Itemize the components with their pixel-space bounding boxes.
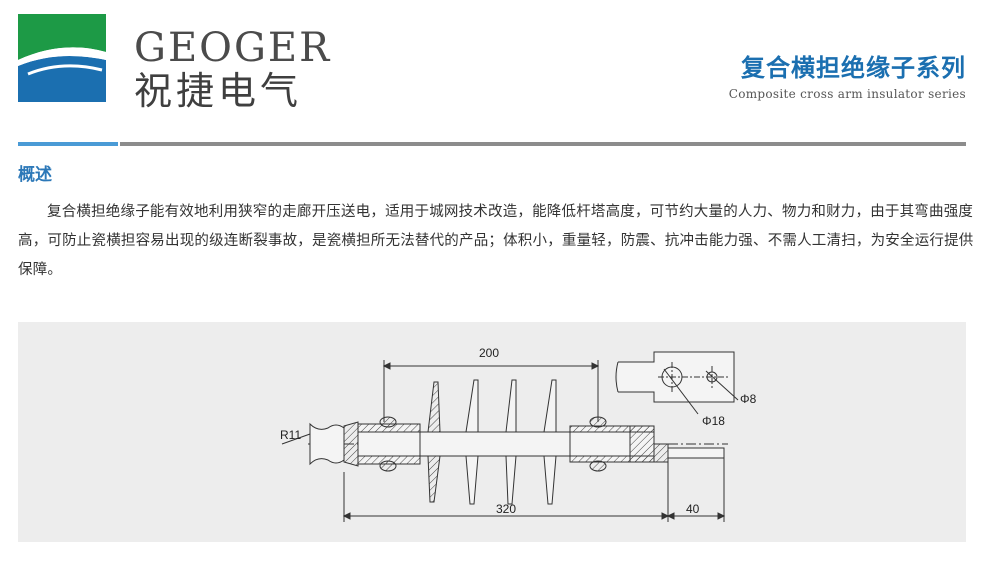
insulator-drawing-svg [281, 351, 739, 522]
section-title-overview: 概述 [18, 165, 52, 185]
header-divider-accent [18, 142, 118, 146]
insulator-drawing: 200 320 40 R11 Φ8 Φ18 [18, 322, 966, 542]
brand-name-en: GEOGER [134, 25, 332, 71]
overview-paragraph: 复合横担绝缘子能有效地利用狭窄的走廊开压送电，适用于城网技术改造，能降低杆塔高度… [18, 204, 974, 278]
brand-name-cn: 祝捷电气 [134, 69, 303, 113]
dim-label-200: 200 [479, 346, 500, 360]
dim-label-40: 40 [686, 502, 700, 516]
dim-label-phi8: Φ8 [740, 392, 757, 406]
dim-label-phi18: Φ18 [702, 414, 725, 428]
company-logo: GEOGER 祝捷电气 [18, 14, 329, 110]
series-title-en: Composite cross arm insulator series [728, 87, 966, 101]
header-divider [120, 142, 966, 146]
dim-label-r11: R11 [280, 428, 302, 442]
series-title-cn: 复合横担绝缘子系列 [741, 54, 966, 82]
dim-label-320: 320 [496, 502, 517, 516]
logo-mark-icon [18, 14, 106, 102]
